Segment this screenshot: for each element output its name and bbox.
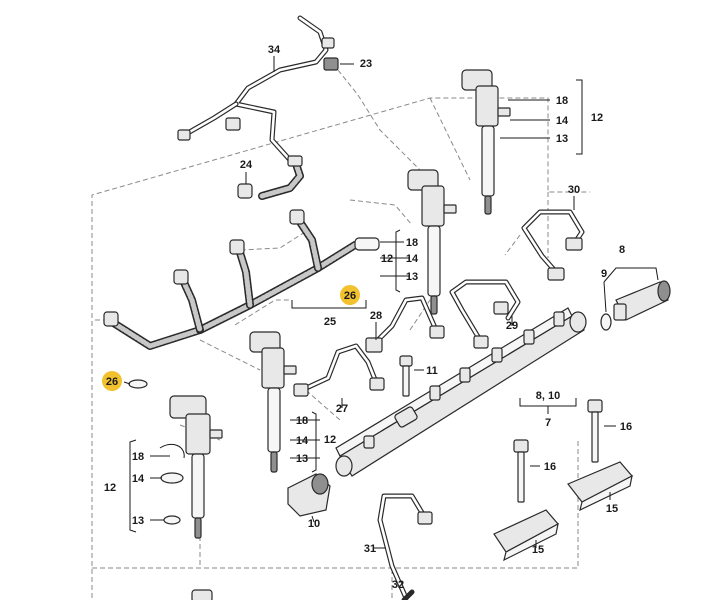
callout-8: 8 <box>619 244 625 256</box>
clip-23 <box>323 57 354 71</box>
callout-23: 23 <box>360 58 372 70</box>
seal-parts-lower-left <box>128 379 185 525</box>
callout-15-right: 15 <box>606 503 618 515</box>
highlight-circle-26-lower <box>102 371 122 391</box>
callout-18-top: 18 <box>556 95 568 107</box>
callout-15-left: 15 <box>532 544 544 556</box>
clamp-15-right <box>567 461 633 512</box>
bolt-11 <box>399 355 424 397</box>
highlight-circle-26-upper <box>340 285 360 305</box>
callout-26-lower: 26 <box>106 376 118 388</box>
callout-12-low: 12 <box>324 434 336 446</box>
callout-31: 31 <box>364 543 376 555</box>
callout-12-top: 12 <box>591 112 603 124</box>
callout-16-right: 16 <box>620 421 632 433</box>
fuel-rail-7 <box>335 307 587 477</box>
callout-25: 25 <box>324 316 336 328</box>
callout-13-low: 13 <box>296 453 308 465</box>
callout-18-left: 18 <box>132 451 144 463</box>
pressure-sensor-8 <box>600 280 671 331</box>
clamp-15-left <box>493 509 559 562</box>
callout-8-10: 8, 10 <box>536 390 560 402</box>
callout-32: 32 <box>392 579 404 591</box>
callout-10: 10 <box>308 518 320 530</box>
pipe-31 <box>374 493 433 600</box>
callout-18-low: 18 <box>296 415 308 427</box>
injector-2 <box>407 169 457 315</box>
callout-12-mid: 12 <box>381 253 393 265</box>
callout-13-mid: 13 <box>406 271 418 283</box>
injector-1 <box>461 69 511 215</box>
part-32 <box>191 589 415 600</box>
injector-3 <box>249 331 297 473</box>
callout-14-low: 14 <box>296 435 309 447</box>
callout-9: 9 <box>601 268 607 280</box>
hose-24 <box>237 155 304 200</box>
injector-4 <box>169 395 223 539</box>
callout-28: 28 <box>370 310 382 322</box>
callout-16-left: 16 <box>544 461 556 473</box>
callout-14-top: 14 <box>556 115 569 127</box>
callout-34: 34 <box>268 44 281 56</box>
callout-26-upper: 26 <box>344 290 356 302</box>
callout-labels: 34 23 24 18 14 13 12 30 18 14 13 12 8 9 … <box>104 44 632 591</box>
callout-27: 27 <box>336 403 348 415</box>
pipe-29 <box>449 279 521 349</box>
leader-lines <box>123 56 659 548</box>
callout-18-mid: 18 <box>406 237 418 249</box>
bolt-16-right <box>587 399 616 463</box>
pipe-34 <box>177 15 335 163</box>
callout-13-top: 13 <box>556 133 568 145</box>
pressure-valve-10 <box>287 473 331 523</box>
pipe-30 <box>521 209 585 281</box>
highlight-markers <box>102 285 360 391</box>
callout-11: 11 <box>426 365 438 377</box>
callout-7: 7 <box>545 417 551 429</box>
callout-13-left: 13 <box>132 515 144 527</box>
callout-14-left: 14 <box>132 473 145 485</box>
callout-24: 24 <box>240 159 253 171</box>
leak-off-hoses-25 <box>103 209 380 350</box>
bolt-16-left <box>513 439 540 503</box>
callout-12-left: 12 <box>104 482 116 494</box>
callout-30: 30 <box>568 184 580 196</box>
callout-29: 29 <box>506 320 518 332</box>
pipe-28 <box>365 295 445 353</box>
pipe-27 <box>293 343 385 397</box>
callout-14-mid: 14 <box>406 253 419 265</box>
